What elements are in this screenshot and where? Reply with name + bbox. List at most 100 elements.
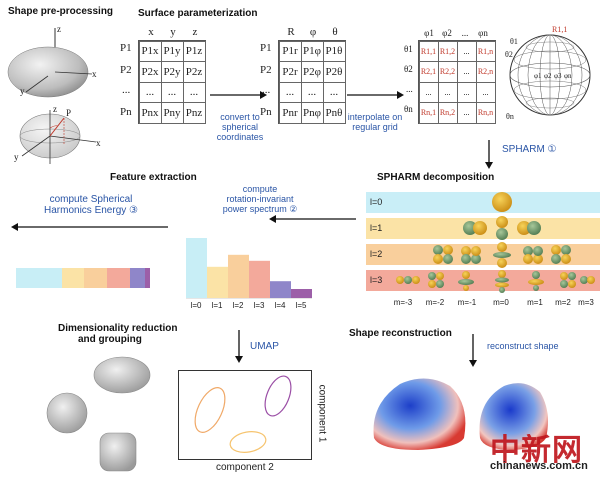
title-dimensionality-reduction: Dimensionality reduction	[58, 323, 178, 334]
table2-cell: P2θ	[322, 61, 346, 83]
spectrum-bar-3	[249, 260, 270, 298]
table3-cell: R2,1	[418, 61, 439, 83]
spectrum-bar-5	[291, 289, 312, 298]
title-shape-reconstruction: Shape reconstruction	[349, 328, 452, 339]
globe-label-thetan: θn	[506, 112, 514, 121]
reconstructed-shape-1	[373, 378, 466, 450]
axis-label-y-bottom: y	[14, 152, 19, 162]
energy-segment-1	[61, 268, 85, 288]
ellipsoid-illustration	[7, 28, 97, 164]
table1-header-z: z	[192, 26, 198, 38]
label-power-line2: rotation-invariant	[226, 194, 294, 204]
label-convert: convert to spherical coordinates	[200, 112, 280, 142]
energy-segment-5	[144, 268, 150, 288]
table2-cell: P1r	[278, 40, 302, 62]
energy-bar	[16, 268, 150, 288]
sh-l3-m-3	[396, 276, 420, 284]
sh-l3-m3	[580, 276, 595, 284]
table1-row-p2: P2	[120, 64, 132, 76]
table1-cell: P1y	[160, 40, 184, 62]
table2-cell: ...	[300, 81, 324, 103]
table1-cell: P2z	[182, 61, 206, 83]
title-spharm-decomposition: SPHARM decomposition	[377, 172, 495, 183]
spectrum-x-l5: l=5	[295, 301, 307, 310]
globe-label-phi3: φ3	[554, 72, 562, 80]
title-surface-parameterization: Surface parameterization	[138, 8, 258, 19]
m-label-m3: m=3	[578, 298, 594, 307]
reconstructed-shapes	[373, 378, 548, 450]
sh-l3-m-2	[428, 272, 444, 288]
table2-cell: P2r	[278, 61, 302, 83]
spectrum-bar-2	[228, 254, 249, 298]
table2-grid: P1r P1φ P1θ P2r P2φ P2θ ... ... ... Pnr …	[278, 40, 346, 124]
globe-label-theta1: θ1	[510, 37, 518, 46]
table2-row-p1: P1	[260, 42, 272, 54]
m-label-m-3: m=-3	[393, 298, 413, 307]
m-label-m2: m=2	[555, 298, 571, 307]
table1-cell: Pny	[160, 102, 184, 124]
sh-l3-m2	[560, 272, 576, 288]
table2-cell: Pnφ	[300, 102, 324, 124]
title-shape-preprocessing: Shape pre-processing	[8, 6, 114, 17]
sh-l3-m-1	[458, 271, 474, 291]
energy-segment-4	[129, 268, 145, 288]
sh-l2-m0	[493, 242, 511, 268]
table3-cell: R1,2	[437, 40, 458, 62]
table1-cell: ...	[182, 81, 206, 103]
table1-cell: ...	[138, 81, 162, 103]
sh-l3-m1	[528, 271, 544, 291]
table1-header-x: x	[148, 26, 154, 38]
table2-row-dots: ...	[262, 84, 271, 96]
arrow-spharm	[485, 140, 493, 169]
globe-label-phin: φn	[564, 72, 572, 80]
sh-l2-m1	[523, 246, 543, 264]
arrow-power	[269, 215, 356, 223]
power-spectrum-chart	[186, 238, 312, 299]
table3-cell: Rn,1	[418, 102, 439, 124]
table3-cell: ...	[418, 81, 439, 103]
reconstructed-shape-2	[479, 383, 548, 450]
level-label-l0: l=0	[370, 197, 383, 207]
spectrum-x-l2: l=2	[232, 301, 244, 310]
label-convert-line1: convert to	[220, 112, 260, 122]
table2-row-p2: P2	[260, 64, 272, 76]
table3-cell: ...	[456, 40, 477, 62]
globe-label-phi2: φ2	[544, 72, 552, 80]
arrow-reconstruct	[469, 334, 477, 367]
table1-cell: Pnx	[138, 102, 162, 124]
table1-row-dots: ...	[122, 84, 131, 96]
axis-label-z-top: z	[57, 24, 61, 34]
cluster-yellow	[229, 431, 267, 453]
table1-cell: ...	[160, 81, 184, 103]
label-energy-line2: Harmonics Energy ③	[44, 205, 138, 216]
label-spharm: SPHARM ①	[502, 144, 557, 155]
table3-cell: ...	[475, 81, 496, 103]
table3-row-dots: ...	[406, 84, 413, 94]
globe-label-r11: R1,1	[552, 25, 568, 34]
table2-cell: P1φ	[300, 40, 324, 62]
cluster-orange	[194, 387, 226, 433]
energy-segment-3	[107, 268, 130, 288]
table1-cell: P2x	[138, 61, 162, 83]
table1-cell: P2y	[160, 61, 184, 83]
label-umap: UMAP	[250, 341, 279, 352]
watermark-url: chinanews.com.cn	[490, 460, 588, 472]
table3-header-phi2: φ2	[442, 28, 452, 38]
label-interpolate: interpolate on regular grid	[335, 112, 415, 132]
table2-cell: ...	[278, 81, 302, 103]
spectrum-bar-1	[207, 266, 228, 298]
table1-cell: Pnz	[182, 102, 206, 124]
table3-cell: ...	[456, 102, 477, 124]
table3-cell: R1,n	[475, 40, 496, 62]
label-energy: compute Spherical Harmonics Energy ③	[26, 194, 156, 216]
arrow-interpolate	[347, 91, 404, 99]
globe-label-theta2: θ2	[505, 50, 513, 59]
sh-l2-m-2	[433, 245, 453, 264]
table3-header-phi1: φ1	[424, 28, 434, 38]
table2-cell: P1θ	[322, 40, 346, 62]
watermark-logo: 中新网	[490, 434, 583, 467]
sh-l3-m0	[495, 270, 509, 293]
axis-label-p: P	[66, 108, 72, 118]
m-label-m0: m=0	[493, 298, 509, 307]
table1-row-p1: P1	[120, 42, 132, 54]
